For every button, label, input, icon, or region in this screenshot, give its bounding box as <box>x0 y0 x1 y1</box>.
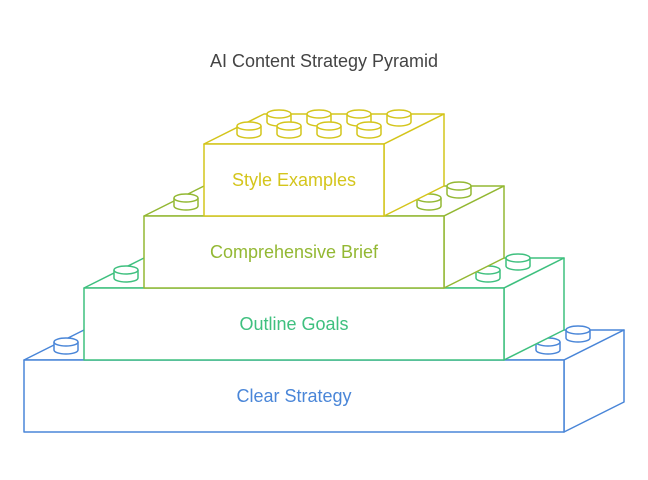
brick-studs <box>236 109 412 139</box>
layer-label-style-examples: Style Examples <box>232 170 356 190</box>
layer-label-outline-goals: Outline Goals <box>239 314 348 334</box>
layer-label-clear-strategy: Clear Strategy <box>236 386 351 406</box>
brick-studs <box>173 181 472 211</box>
diagram-title: AI Content Strategy Pyramid <box>210 51 438 71</box>
brick-studs <box>53 325 591 355</box>
layer-label-comprehensive-brief: Comprehensive Brief <box>210 242 379 262</box>
brick-style-examples <box>203 109 445 217</box>
